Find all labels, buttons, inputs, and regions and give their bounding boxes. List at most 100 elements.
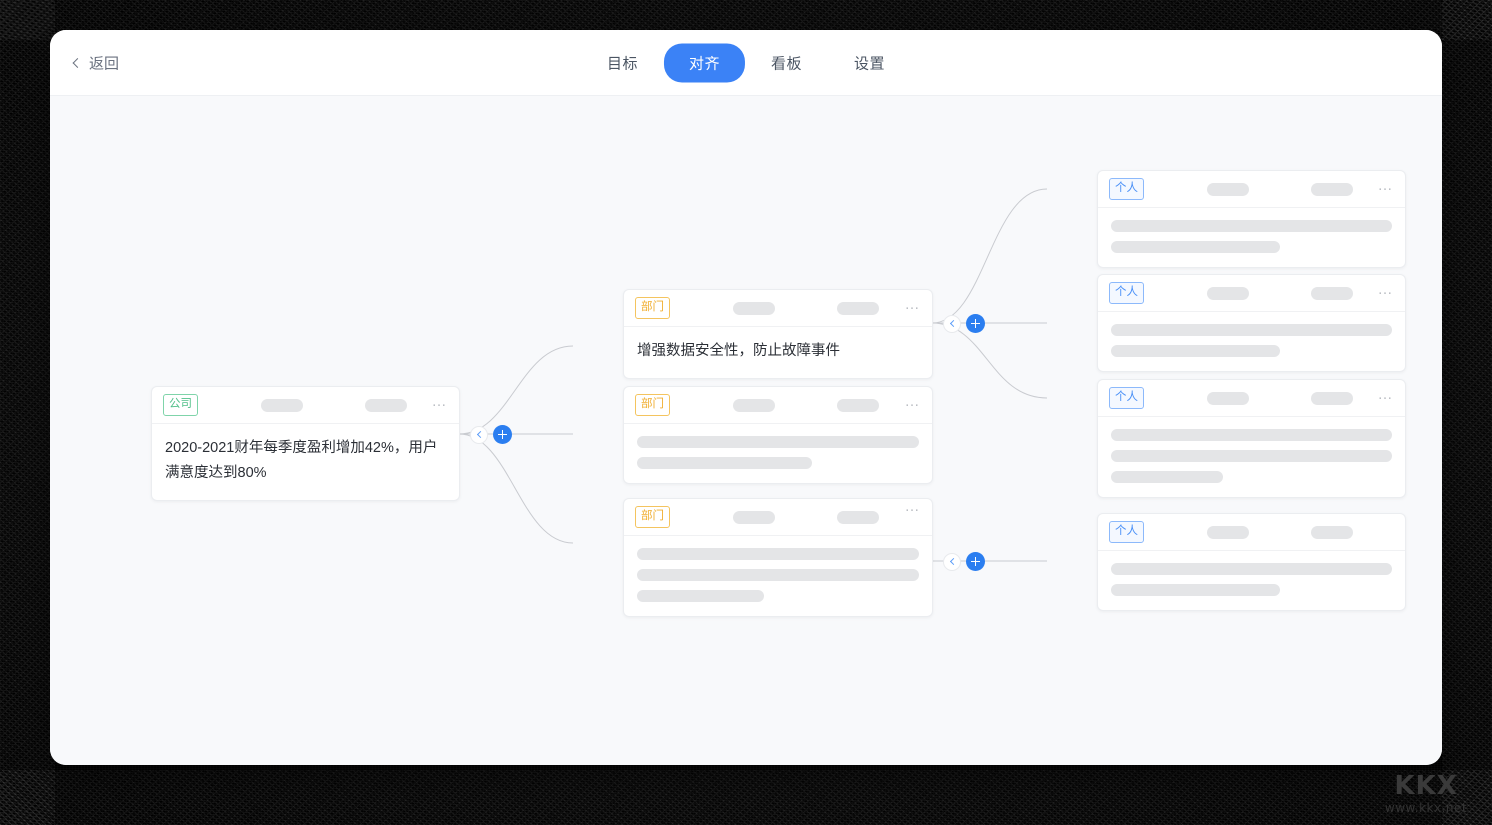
- card-header: 部门 …: [624, 290, 932, 327]
- badge-department: 部门: [635, 505, 670, 529]
- objective-card-dept-2[interactable]: 部门 …: [623, 386, 933, 484]
- backdrop-texture-right: [1442, 0, 1492, 825]
- owner-placeholder: [1207, 286, 1249, 300]
- owner-placeholder: [261, 398, 303, 412]
- objective-card-person-2[interactable]: 个人 …: [1097, 274, 1406, 372]
- chevron-left-icon: [72, 57, 83, 68]
- tab-board[interactable]: 看板: [771, 55, 803, 72]
- progress-placeholder: [1311, 525, 1353, 539]
- backdrop-texture-bottom: [0, 770, 1492, 825]
- owner-placeholder: [733, 301, 775, 315]
- card-body: 2020-2021财年每季度盈利增加42%，用户满意度达到80%: [152, 424, 459, 500]
- node-controls-dept-1: [943, 314, 985, 333]
- skeleton-line: [1111, 429, 1392, 441]
- objective-card-person-4[interactable]: 个人: [1097, 513, 1406, 611]
- backdrop-texture-left: [0, 0, 55, 825]
- owner-placeholder: [733, 510, 775, 524]
- back-button-label: 返回: [89, 55, 120, 72]
- progress-placeholder: [837, 510, 879, 524]
- watermark: KKX www.kkx.net: [1368, 771, 1484, 823]
- skeleton-line: [1111, 324, 1392, 336]
- skeleton-line: [1111, 241, 1280, 253]
- badge-person: 个人: [1109, 520, 1144, 544]
- owner-placeholder: [733, 398, 775, 412]
- add-child-button-dept-1[interactable]: [966, 314, 985, 333]
- collapse-children-button-dept-1[interactable]: [943, 314, 961, 333]
- card-header: 个人 …: [1098, 380, 1405, 417]
- watermark-logo: KKX: [1394, 771, 1458, 801]
- card-menu-button[interactable]: …: [1377, 281, 1393, 298]
- skeleton-line: [637, 457, 812, 469]
- objective-card-dept-1[interactable]: 部门 … 增强数据安全性，防止故障事件: [623, 289, 933, 379]
- progress-placeholder: [837, 301, 879, 315]
- tab-alignment[interactable]: 对齐: [663, 43, 745, 82]
- chevron-left-icon: [949, 557, 957, 566]
- card-header: 公司 …: [152, 387, 459, 424]
- owner-placeholder: [1207, 182, 1249, 196]
- progress-placeholder: [1311, 286, 1353, 300]
- badge-person: 个人: [1109, 281, 1144, 305]
- skeleton-line: [1111, 345, 1280, 357]
- skeleton-line: [1111, 220, 1392, 232]
- objective-card-company[interactable]: 公司 … 2020-2021财年每季度盈利增加42%，用户满意度达到80%: [151, 386, 460, 501]
- skeleton-line: [1111, 584, 1280, 596]
- collapse-children-button-root[interactable]: [470, 425, 488, 444]
- badge-company: 公司: [163, 393, 198, 417]
- owner-placeholder: [1207, 391, 1249, 405]
- owner-placeholder: [1207, 525, 1249, 539]
- card-menu-button[interactable]: …: [431, 393, 447, 410]
- objective-card-dept-3[interactable]: 部门 …: [623, 498, 933, 617]
- objective-card-person-3[interactable]: 个人 …: [1097, 379, 1406, 498]
- badge-department: 部门: [635, 393, 670, 417]
- card-body: [1098, 551, 1405, 610]
- card-body: [1098, 417, 1405, 497]
- add-child-button-root[interactable]: [493, 425, 512, 444]
- nav-tabs: 目标 对齐 看板 设置: [581, 43, 911, 82]
- card-header: 个人: [1098, 514, 1405, 551]
- skeleton-line: [1111, 450, 1392, 462]
- badge-person: 个人: [1109, 386, 1144, 410]
- card-text: 2020-2021财年每季度盈利增加42%，用户满意度达到80%: [165, 440, 438, 481]
- objective-card-person-1[interactable]: 个人 …: [1097, 170, 1406, 268]
- card-header: 部门 …: [624, 387, 932, 424]
- card-text: 增强数据安全性，防止故障事件: [637, 343, 840, 359]
- watermark-url: www.kkx.net: [1384, 801, 1468, 815]
- alignment-canvas[interactable]: 公司 … 2020-2021财年每季度盈利增加42%，用户满意度达到80% 部门…: [50, 96, 1442, 765]
- collapse-children-button-dept-3[interactable]: [943, 552, 961, 571]
- card-body: [624, 536, 932, 616]
- node-controls-dept-3: [943, 552, 985, 571]
- card-body: [1098, 312, 1405, 371]
- badge-person: 个人: [1109, 177, 1144, 201]
- tab-settings[interactable]: 设置: [854, 55, 886, 72]
- card-menu-button[interactable]: …: [904, 393, 920, 410]
- card-body: 增强数据安全性，防止故障事件: [624, 327, 932, 378]
- card-menu-button[interactable]: …: [904, 498, 920, 515]
- progress-placeholder: [365, 398, 407, 412]
- skeleton-line: [637, 548, 919, 560]
- skeleton-line: [1111, 563, 1392, 575]
- badge-department: 部门: [635, 296, 670, 320]
- back-button[interactable]: 返回: [68, 48, 125, 77]
- progress-placeholder: [837, 398, 879, 412]
- skeleton-line: [637, 590, 764, 602]
- skeleton-line: [637, 436, 919, 448]
- progress-placeholder: [1311, 182, 1353, 196]
- chevron-left-icon: [949, 319, 957, 328]
- card-body: [1098, 208, 1405, 267]
- skeleton-line: [1111, 471, 1224, 483]
- progress-placeholder: [1311, 391, 1353, 405]
- node-controls-root: [470, 425, 512, 444]
- add-child-button-dept-3[interactable]: [966, 552, 985, 571]
- card-menu-button[interactable]: …: [1377, 386, 1393, 403]
- card-header: 个人 …: [1098, 171, 1405, 208]
- app-window: 返回 目标 对齐 看板 设置: [50, 30, 1442, 765]
- tab-goals[interactable]: 目标: [606, 55, 638, 72]
- card-header: 个人 …: [1098, 275, 1405, 312]
- top-navigation-bar: 返回 目标 对齐 看板 设置: [50, 30, 1442, 96]
- card-menu-button[interactable]: …: [904, 296, 920, 313]
- skeleton-line: [637, 569, 919, 581]
- card-header: 部门 …: [624, 499, 932, 536]
- card-menu-button[interactable]: …: [1377, 177, 1393, 194]
- chevron-left-icon: [476, 430, 484, 439]
- card-body: [624, 424, 932, 483]
